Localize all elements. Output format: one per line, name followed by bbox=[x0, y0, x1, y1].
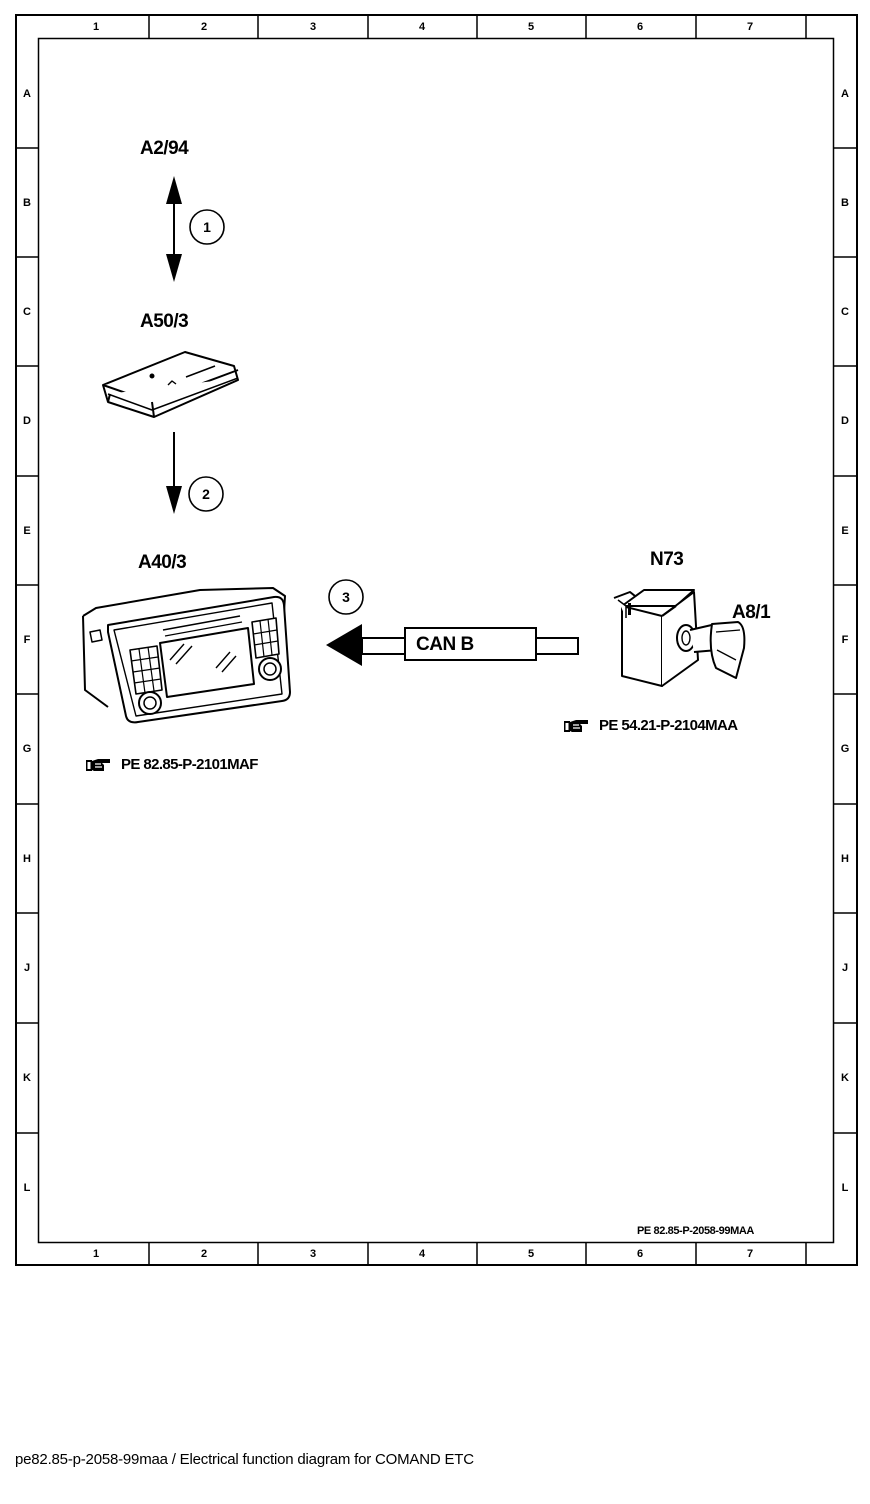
row-label: F bbox=[842, 634, 849, 646]
ignition-switch-n73-drawing bbox=[613, 589, 699, 687]
row-label: B bbox=[23, 197, 31, 209]
row-label: G bbox=[841, 743, 850, 755]
column-label: 4 bbox=[419, 1248, 426, 1260]
function-diagram: 1 2 3 4 5 6 7 1 2 3 4 5 6 7 A B C D E F … bbox=[15, 14, 858, 1266]
column-label: 5 bbox=[528, 21, 534, 33]
row-label: F bbox=[24, 634, 31, 646]
column-label: 6 bbox=[637, 21, 643, 33]
signal-number-3: 3 bbox=[342, 589, 350, 605]
pointing-hand-icon bbox=[85, 758, 111, 772]
reference-text-a40-3: PE 82.85-P-2101MAF bbox=[121, 756, 258, 773]
row-label: C bbox=[841, 306, 849, 318]
row-label: K bbox=[23, 1072, 31, 1084]
row-label: K bbox=[841, 1072, 849, 1084]
column-label: 7 bbox=[747, 21, 753, 33]
component-label-a40-3: A40/3 bbox=[138, 552, 186, 573]
row-label: D bbox=[23, 415, 31, 427]
signal-marker-2: 2 bbox=[188, 476, 224, 512]
row-label: D bbox=[841, 415, 849, 427]
column-label: 3 bbox=[310, 21, 316, 33]
reference-a40-3: PE 82.85-P-2101MAF bbox=[85, 756, 259, 773]
can-bus-label: CAN B bbox=[416, 634, 474, 655]
module-a50-3-drawing bbox=[102, 351, 239, 418]
row-label: L bbox=[842, 1182, 849, 1194]
signal-number-2: 2 bbox=[202, 486, 210, 502]
row-label: H bbox=[23, 853, 31, 865]
page-caption: pe82.85-p-2058-99maa / Electrical functi… bbox=[15, 1451, 474, 1468]
column-label: 7 bbox=[747, 1248, 753, 1260]
row-label: G bbox=[23, 743, 32, 755]
row-label: C bbox=[23, 306, 31, 318]
column-label: 3 bbox=[310, 1248, 316, 1260]
row-label: B bbox=[841, 197, 849, 209]
drawing-frame bbox=[15, 14, 858, 1266]
column-label: 1 bbox=[93, 1248, 99, 1260]
row-label: J bbox=[24, 962, 30, 974]
row-label: L bbox=[24, 1182, 31, 1194]
reference-text-n73: PE 54.21-P-2104MAA bbox=[599, 717, 738, 734]
signal-marker-1: 1 bbox=[189, 209, 225, 245]
head-unit-a40-3-drawing bbox=[82, 587, 291, 724]
row-label: H bbox=[841, 853, 849, 865]
row-label: E bbox=[841, 525, 848, 537]
signal-arrow-2 bbox=[166, 432, 182, 514]
column-label: 2 bbox=[201, 1248, 207, 1260]
component-label-a8-1: A8/1 bbox=[732, 602, 771, 623]
row-label: J bbox=[842, 962, 848, 974]
reference-n73: PE 54.21-P-2104MAA bbox=[563, 717, 739, 734]
key-a8-1-drawing bbox=[676, 621, 746, 679]
component-label-a2-94: A2/94 bbox=[140, 138, 189, 159]
column-label: 1 bbox=[93, 21, 99, 33]
column-label: 2 bbox=[201, 21, 207, 33]
column-labels-top: 1 2 3 4 5 6 7 bbox=[93, 21, 753, 33]
row-labels-right: A B C D E F G H J K L bbox=[841, 88, 850, 1194]
row-label: A bbox=[841, 88, 849, 100]
column-labels-bottom: 1 2 3 4 5 6 7 bbox=[93, 1248, 753, 1260]
column-label: 4 bbox=[419, 21, 426, 33]
column-label: 5 bbox=[528, 1248, 534, 1260]
row-labels-left: A B C D E F G H J K L bbox=[23, 88, 32, 1194]
signal-marker-3: 3 bbox=[328, 579, 364, 615]
signal-arrow-1 bbox=[166, 176, 182, 282]
row-label: A bbox=[23, 88, 31, 100]
drawing-id: PE 82.85-P-2058-99MAA bbox=[637, 1225, 754, 1237]
column-label: 6 bbox=[637, 1248, 643, 1260]
can-bus-arrow: CAN B bbox=[326, 624, 579, 666]
component-label-a50-3: A50/3 bbox=[140, 311, 188, 332]
row-label: E bbox=[23, 525, 30, 537]
signal-number-1: 1 bbox=[203, 219, 211, 235]
component-label-n73: N73 bbox=[650, 549, 683, 570]
pointing-hand-icon bbox=[563, 719, 589, 733]
